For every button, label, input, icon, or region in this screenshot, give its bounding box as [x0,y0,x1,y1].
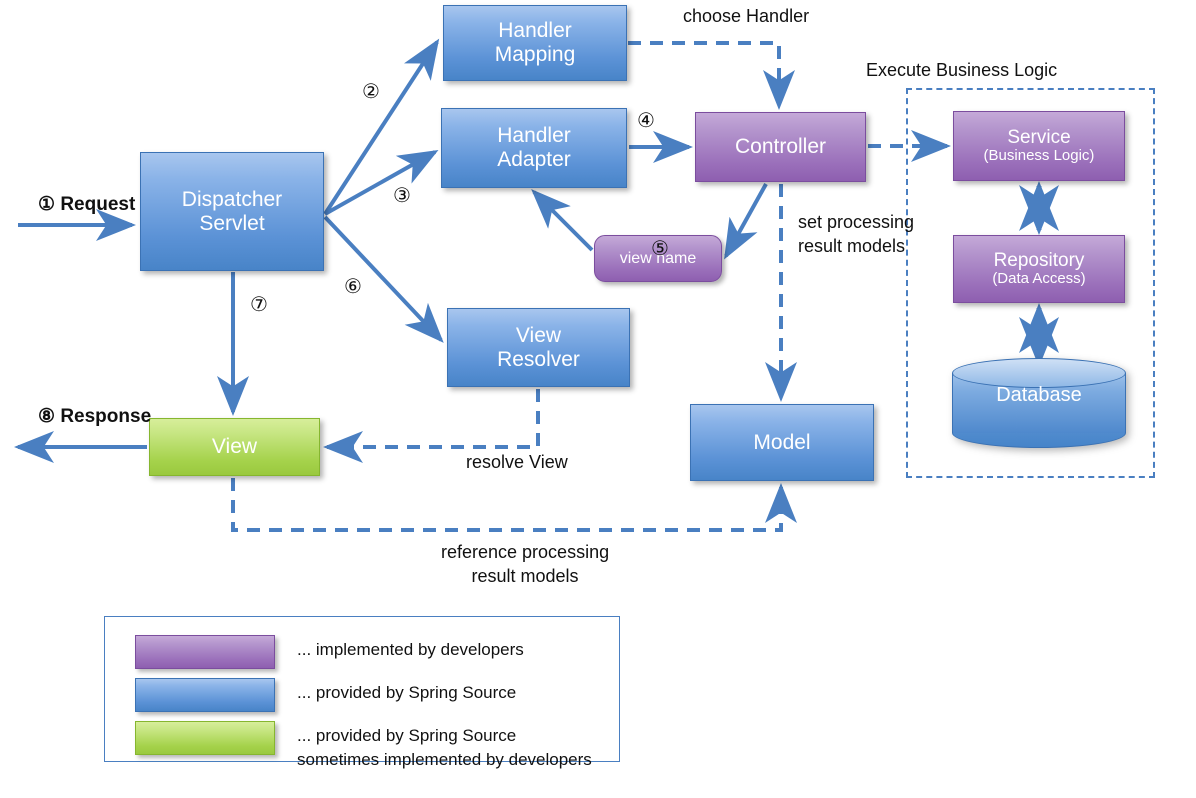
legend-item: ... provided by Spring Source sometimes … [135,721,592,772]
node-repository[interactable]: Repository (Data Access) [953,235,1125,303]
legend-swatch-blue [135,678,275,712]
node-label-line2: (Data Access) [992,270,1086,288]
node-service[interactable]: Service (Business Logic) [953,111,1125,181]
node-view-resolver[interactable]: View Resolver [447,308,630,387]
node-label-line2: (Business Logic) [983,147,1095,165]
node-label-line1: Database [996,384,1082,406]
node-database[interactable]: Database [952,358,1126,448]
step-marker-7: ⑦ [250,294,268,316]
node-label-line1: Handler [498,19,572,43]
edge-view-name-to-handler-adapter [531,189,594,252]
node-handler-adapter[interactable]: Handler Adapter [441,108,627,188]
edge-choose-handler [628,41,795,110]
business-logic-group [906,88,1155,478]
legend-swatch-green [135,721,275,755]
legend-label: ... provided by Spring Source sometimes … [297,726,592,769]
business-logic-group-title: Execute Business Logic [866,60,1058,80]
label-choose-handler: choose Handler [683,6,810,26]
node-label-line2: Adapter [497,148,571,171]
label-request: ① Request [38,193,135,216]
label-reference-processing-result-models: reference processing result models [441,542,610,587]
edge-dispatcher-to-handler-adapter [324,150,439,216]
label-response: ⑧ Response [38,405,151,428]
label-response-text: Response [60,406,152,427]
step-marker-1: ① [38,194,56,215]
step-marker-3: ③ [393,185,411,207]
step-marker-2: ② [362,81,380,103]
legend-swatch-purple [135,635,275,669]
node-label-line2: Mapping [494,43,576,66]
node-label-line1: Controller [734,135,827,159]
label-set-processing-result-models: set processing result models [798,212,915,257]
label-resolve-view: resolve View [466,452,568,472]
step-marker-6: ⑥ [344,276,362,298]
node-label-line1: Model [753,430,811,454]
node-label-line2: Servlet [199,211,265,235]
node-label-line2: Resolver [497,347,580,371]
legend-label: ... provided by Spring Source [297,683,517,702]
edge-dispatcher-to-handler-mapping [323,38,440,216]
node-handler-mapping[interactable]: Handler Mapping [443,5,627,81]
edge-controller-to-view-name [724,183,768,260]
legend-label: ... implemented by developers [297,640,524,659]
node-label-line1: Handler [497,124,571,148]
node-model[interactable]: Model [690,404,874,481]
edge-resolve-view [323,389,540,463]
node-label-line1: Repository [993,249,1085,271]
node-view[interactable]: View [149,418,320,476]
label-request-text: Request [60,194,136,215]
step-marker-5: ⑤ [651,238,669,260]
node-label-line1: Service [1007,126,1071,148]
legend-item: ... implemented by developers [135,635,524,669]
edge-reference-result-models [231,478,797,532]
legend-panel: ... implemented by developers ... provid… [104,616,620,769]
node-dispatcher-servlet[interactable]: Dispatcher Servlet [140,152,324,271]
legend-item: ... provided by Spring Source [135,678,516,712]
node-view-name[interactable]: view name [594,235,722,282]
node-label-line1: Dispatcher [181,187,283,211]
node-controller[interactable]: Controller [695,112,866,182]
edge-dispatcher-to-view-resolver [323,215,444,343]
node-label-line1: View [211,435,258,459]
node-label-line1: View [515,323,562,347]
step-marker-8: ⑧ [38,406,56,427]
step-marker-4: ④ [637,110,655,132]
node-label-line1: view name [619,249,697,267]
